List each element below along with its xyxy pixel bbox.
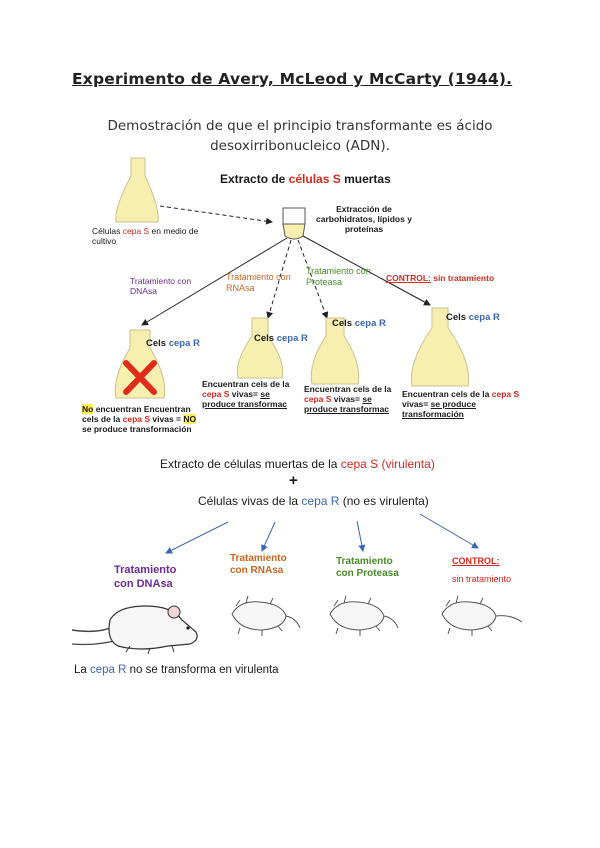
flask-icon	[236, 317, 284, 379]
arrow-rnasa-2	[261, 521, 276, 552]
treatment-control-sub-2: sin tratamiento	[452, 574, 512, 584]
cels-label: Cels cepa R	[254, 333, 308, 344]
dead-mouse-icon	[441, 595, 523, 636]
footer-note: La cepa R no se transforma en virulenta	[74, 664, 279, 676]
extraction-label: Extracción de carbohidratos, lípidos y p…	[316, 204, 412, 234]
result-control: Encuentran cels de la cepa S vivas= se p…	[402, 389, 520, 419]
dead-mouse-icon	[231, 595, 301, 636]
result-rnasa: Encuentran cels de la cepa S vivas= se p…	[202, 379, 290, 409]
flask-label: Células cepa S en medio de cultivo	[92, 226, 199, 246]
result-dnasa: No encuentran Encuentran cels de la cepa…	[82, 404, 197, 434]
live-cells-line: Células vivas de la cepa R (no es virule…	[198, 494, 429, 508]
plus-sign: +	[289, 472, 298, 489]
flask-icon	[410, 307, 470, 387]
live-mouse-icon	[71, 605, 198, 655]
flask-icon	[114, 329, 166, 399]
treatment-rnasa-label: Tratamiento con RNAsa	[226, 272, 291, 293]
page-subtitle: Demostración de que el principio transfo…	[107, 118, 493, 154]
extract-header: Extracto de células S muertas	[220, 172, 391, 186]
arrow-control-2	[419, 513, 479, 549]
treatment-proteasa-label-2: Tratamiento con Proteasa	[336, 556, 399, 579]
extract-line: Extracto de células muertas de la cepa S…	[160, 457, 435, 471]
dashed-arrow	[159, 205, 273, 225]
cels-label: Cels cepa R	[146, 338, 200, 349]
flask-icon	[115, 157, 159, 223]
result-proteasa: Encuentran cels de la cepa S vivas= se p…	[304, 384, 392, 414]
treatment-control-label-2: CONTROL:	[452, 556, 500, 566]
dead-mouse-icon	[329, 595, 399, 636]
beaker-icon	[282, 207, 306, 240]
cels-label: Cels cepa R	[332, 318, 386, 329]
red-x-icon	[123, 360, 157, 395]
arrow-dnasa	[141, 237, 288, 326]
cels-label: Cels cepa R	[446, 312, 500, 323]
page-title: Experimento de Avery, McLeod y McCarty (…	[72, 70, 513, 88]
treatment-dnasa-label: Tratamiento con DNAsa	[130, 276, 192, 296]
arrow-control	[302, 235, 431, 306]
flask-icon	[310, 317, 360, 385]
treatment-proteasa-label: Tratamiento con Proteasa	[306, 266, 371, 287]
arrow-dnasa-2	[165, 521, 229, 554]
treatment-control-label: CONTROL: sin tratamiento	[386, 273, 495, 283]
treatment-rnasa-label-2: Tratamiento con RNAsa	[230, 553, 287, 576]
treatment-dnasa-label-2: Tratamiento con DNAsa	[114, 564, 177, 590]
arrow-proteasa-2	[356, 520, 366, 552]
